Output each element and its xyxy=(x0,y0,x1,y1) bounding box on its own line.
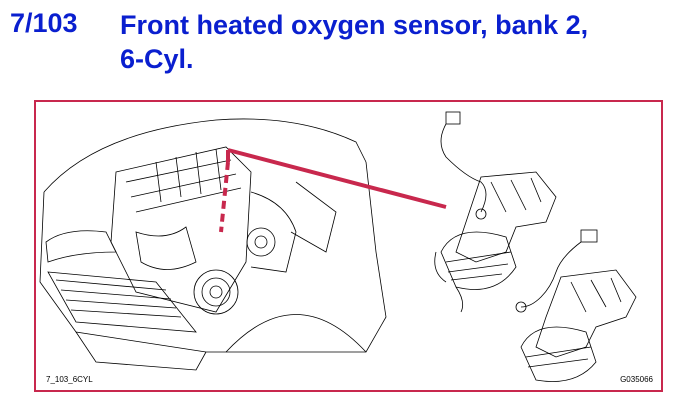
engine-pulley xyxy=(193,269,239,315)
illustration xyxy=(39,111,637,382)
manifold-upper xyxy=(455,171,557,263)
car-grille xyxy=(47,271,197,333)
page-title: Front heated oxygen sensor, bank 2, 6-Cy… xyxy=(120,8,660,76)
manifold-lower xyxy=(535,269,637,358)
pointer-line xyxy=(226,148,447,209)
section-number: 7/103 xyxy=(10,8,78,38)
pointer-dashed xyxy=(219,161,230,233)
title-line-1: Front heated oxygen sensor, bank 2, xyxy=(120,10,589,40)
car-body xyxy=(39,161,387,353)
figure-code-left: 7_103_6CYL xyxy=(46,375,93,384)
sensor-wire-upper xyxy=(440,123,487,213)
catalyst-upper xyxy=(440,231,517,290)
car-wheel-arch xyxy=(225,314,367,353)
sensor-wire-lower xyxy=(520,241,582,308)
title-line-2: 6-Cyl. xyxy=(120,44,194,74)
catalyst-lower xyxy=(520,326,597,382)
figure-code-right: G035066 xyxy=(620,375,653,384)
car-headlight xyxy=(45,230,117,263)
illustration-frame: 7_103_6CYL G035066 xyxy=(34,100,663,392)
car-hood xyxy=(43,118,367,193)
